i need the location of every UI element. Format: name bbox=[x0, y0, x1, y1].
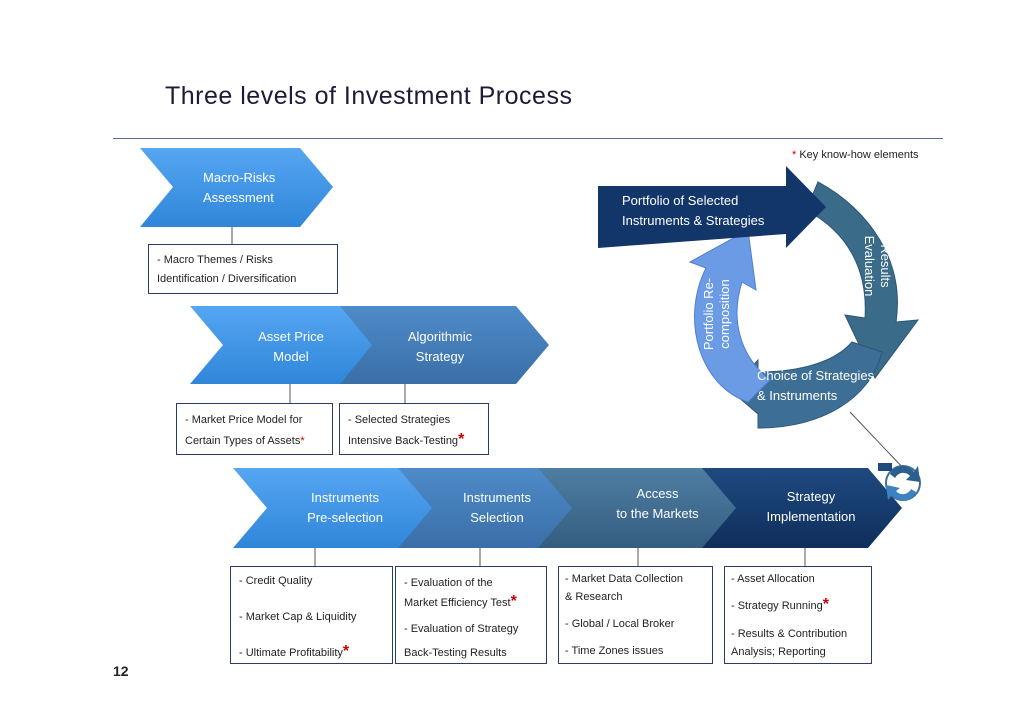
time-zones-item: - Time Zones issues bbox=[565, 645, 664, 657]
choice-strategies-arrow bbox=[729, 341, 883, 429]
asset-price-line1: Asset Price bbox=[258, 329, 324, 344]
selected-strategies-line2: Intensive Back-Testing bbox=[348, 435, 459, 447]
asset-allocation-box: - Asset Allocation - Strategy Running* -… bbox=[724, 566, 872, 664]
market-efficiency-box: - Evaluation of the Market Efficiency Te… bbox=[395, 566, 547, 664]
algorithmic-line2: Strategy bbox=[415, 349, 465, 364]
connector-line bbox=[849, 411, 906, 471]
credit-quality-box: - Credit Quality - Market Cap & Liquidit… bbox=[230, 566, 393, 664]
profitability-item: - Ultimate Profitability* bbox=[239, 643, 349, 664]
instruments-preselection-label: Instruments Pre-selection bbox=[290, 488, 400, 528]
macro-risks-label: Macro-Risks Assessment bbox=[203, 168, 275, 208]
algorithmic-strategy-label: Algorithmic Strategy bbox=[385, 327, 495, 367]
strategy-implementation-label: Strategy Implementation bbox=[756, 487, 866, 527]
title-divider bbox=[113, 138, 943, 139]
macro-risks-chevron bbox=[140, 148, 333, 227]
know-how-star: * bbox=[458, 431, 465, 448]
profitability-text: - Ultimate Profitability bbox=[239, 647, 343, 659]
macro-themes-line2: Identification / Diversification bbox=[157, 273, 297, 285]
data-collection-item: - Market Data Collection bbox=[565, 573, 683, 585]
access-line1: Access bbox=[636, 486, 679, 501]
page-title: Three levels of Investment Process bbox=[165, 82, 573, 110]
recomp-line2: composition bbox=[717, 279, 732, 349]
results-contribution-item: - Results & Contribution bbox=[731, 628, 848, 640]
macro-themes-box: - Macro Themes / Risks Identification / … bbox=[148, 244, 338, 294]
asset-allocation-item: - Asset Allocation bbox=[731, 573, 815, 585]
asset-price-chevron bbox=[190, 306, 405, 384]
reporting-item: Analysis; Reporting bbox=[731, 646, 826, 658]
access-line2: to the Markets bbox=[616, 506, 699, 521]
implementation-line2: Implementation bbox=[766, 509, 856, 524]
market-price-box: - Market Price Model for Certain Types o… bbox=[176, 403, 333, 455]
results-evaluation-arrow bbox=[805, 181, 920, 379]
know-how-star: * bbox=[510, 593, 517, 610]
page-number: 12 bbox=[113, 663, 129, 679]
asset-price-label: Asset Price Model bbox=[236, 327, 346, 367]
broker-item: - Global / Local Broker bbox=[565, 618, 675, 630]
instruments-preselection-chevron bbox=[233, 468, 454, 548]
portfolio-selected-arrow bbox=[598, 166, 826, 248]
asset-price-line2: Model bbox=[273, 349, 309, 364]
credit-quality-item: - Credit Quality bbox=[239, 575, 313, 587]
selected-strategies-box: - Selected Strategies Intensive Back-Tes… bbox=[339, 403, 489, 455]
preselection-line2: Pre-selection bbox=[307, 510, 383, 525]
know-how-star: * bbox=[300, 435, 305, 447]
instruments-selection-label: Instruments Selection bbox=[442, 488, 552, 528]
strategy-implementation-chevron bbox=[702, 468, 902, 548]
evaluation-strategy-item: - Evaluation of Strategy bbox=[404, 623, 519, 635]
portfolio-selected-line1: Portfolio of Selected bbox=[622, 193, 739, 208]
recycle-icon bbox=[878, 463, 921, 501]
research-item: & Research bbox=[565, 591, 623, 603]
preselection-line1: Instruments bbox=[311, 490, 379, 505]
choice-line2: & Instruments bbox=[757, 388, 838, 403]
portfolio-selected-label: Portfolio of Selected Instruments & Stra… bbox=[622, 191, 764, 231]
access-markets-label: Access to the Markets bbox=[600, 484, 715, 524]
key-note: * Key know-how elements bbox=[792, 149, 919, 161]
macro-risks-line2: Assessment bbox=[203, 190, 274, 205]
selected-strategies-line1: - Selected Strategies bbox=[348, 414, 451, 426]
choice-strategies-label: Choice of Strategies & Instruments bbox=[757, 366, 874, 406]
key-star: * bbox=[792, 149, 797, 161]
market-price-line1: - Market Price Model for bbox=[185, 414, 303, 426]
results-line2: Evaluation bbox=[862, 235, 877, 297]
efficiency-test-text: Market Efficiency Test bbox=[404, 597, 511, 609]
macro-themes-line1: - Macro Themes / Risks bbox=[157, 254, 273, 266]
algorithmic-strategy-chevron bbox=[340, 306, 549, 384]
key-note-text: Key know-how elements bbox=[796, 149, 919, 161]
strategy-running-item: - Strategy Running* bbox=[731, 596, 829, 617]
market-data-box: - Market Data Collection & Research - Gl… bbox=[558, 566, 713, 664]
instruments-selection-chevron bbox=[398, 468, 584, 548]
strategy-running-text: - Strategy Running bbox=[731, 600, 823, 612]
implementation-line1: Strategy bbox=[786, 489, 836, 504]
market-price-line2: Certain Types of Assets bbox=[185, 435, 301, 447]
recomp-line1: Portfolio Re- bbox=[701, 277, 716, 351]
selection-line2: Selection bbox=[470, 510, 524, 525]
backtesting-results-item: Back-Testing Results bbox=[404, 647, 507, 659]
efficiency-test-item: Market Efficiency Test* bbox=[404, 593, 517, 614]
access-markets-chevron bbox=[538, 468, 747, 548]
choice-line1: Choice of Strategies bbox=[757, 368, 875, 383]
portfolio-selected-line2: Instruments & Strategies bbox=[622, 213, 765, 228]
macro-risks-line1: Macro-Risks bbox=[203, 170, 276, 185]
results-line1: Results bbox=[878, 244, 893, 288]
evaluation-item: - Evaluation of the bbox=[404, 577, 493, 589]
know-how-star: * bbox=[342, 643, 350, 660]
portfolio-recomposition-arrow bbox=[688, 229, 771, 403]
portfolio-recomposition-label: Portfolio Re- composition bbox=[701, 259, 733, 369]
selection-line1: Instruments bbox=[463, 490, 531, 505]
market-cap-item: - Market Cap & Liquidity bbox=[239, 611, 357, 623]
results-evaluation-label: Results Evaluation bbox=[861, 211, 893, 321]
algorithmic-line1: Algorithmic bbox=[407, 329, 473, 344]
know-how-star: * bbox=[822, 596, 829, 613]
